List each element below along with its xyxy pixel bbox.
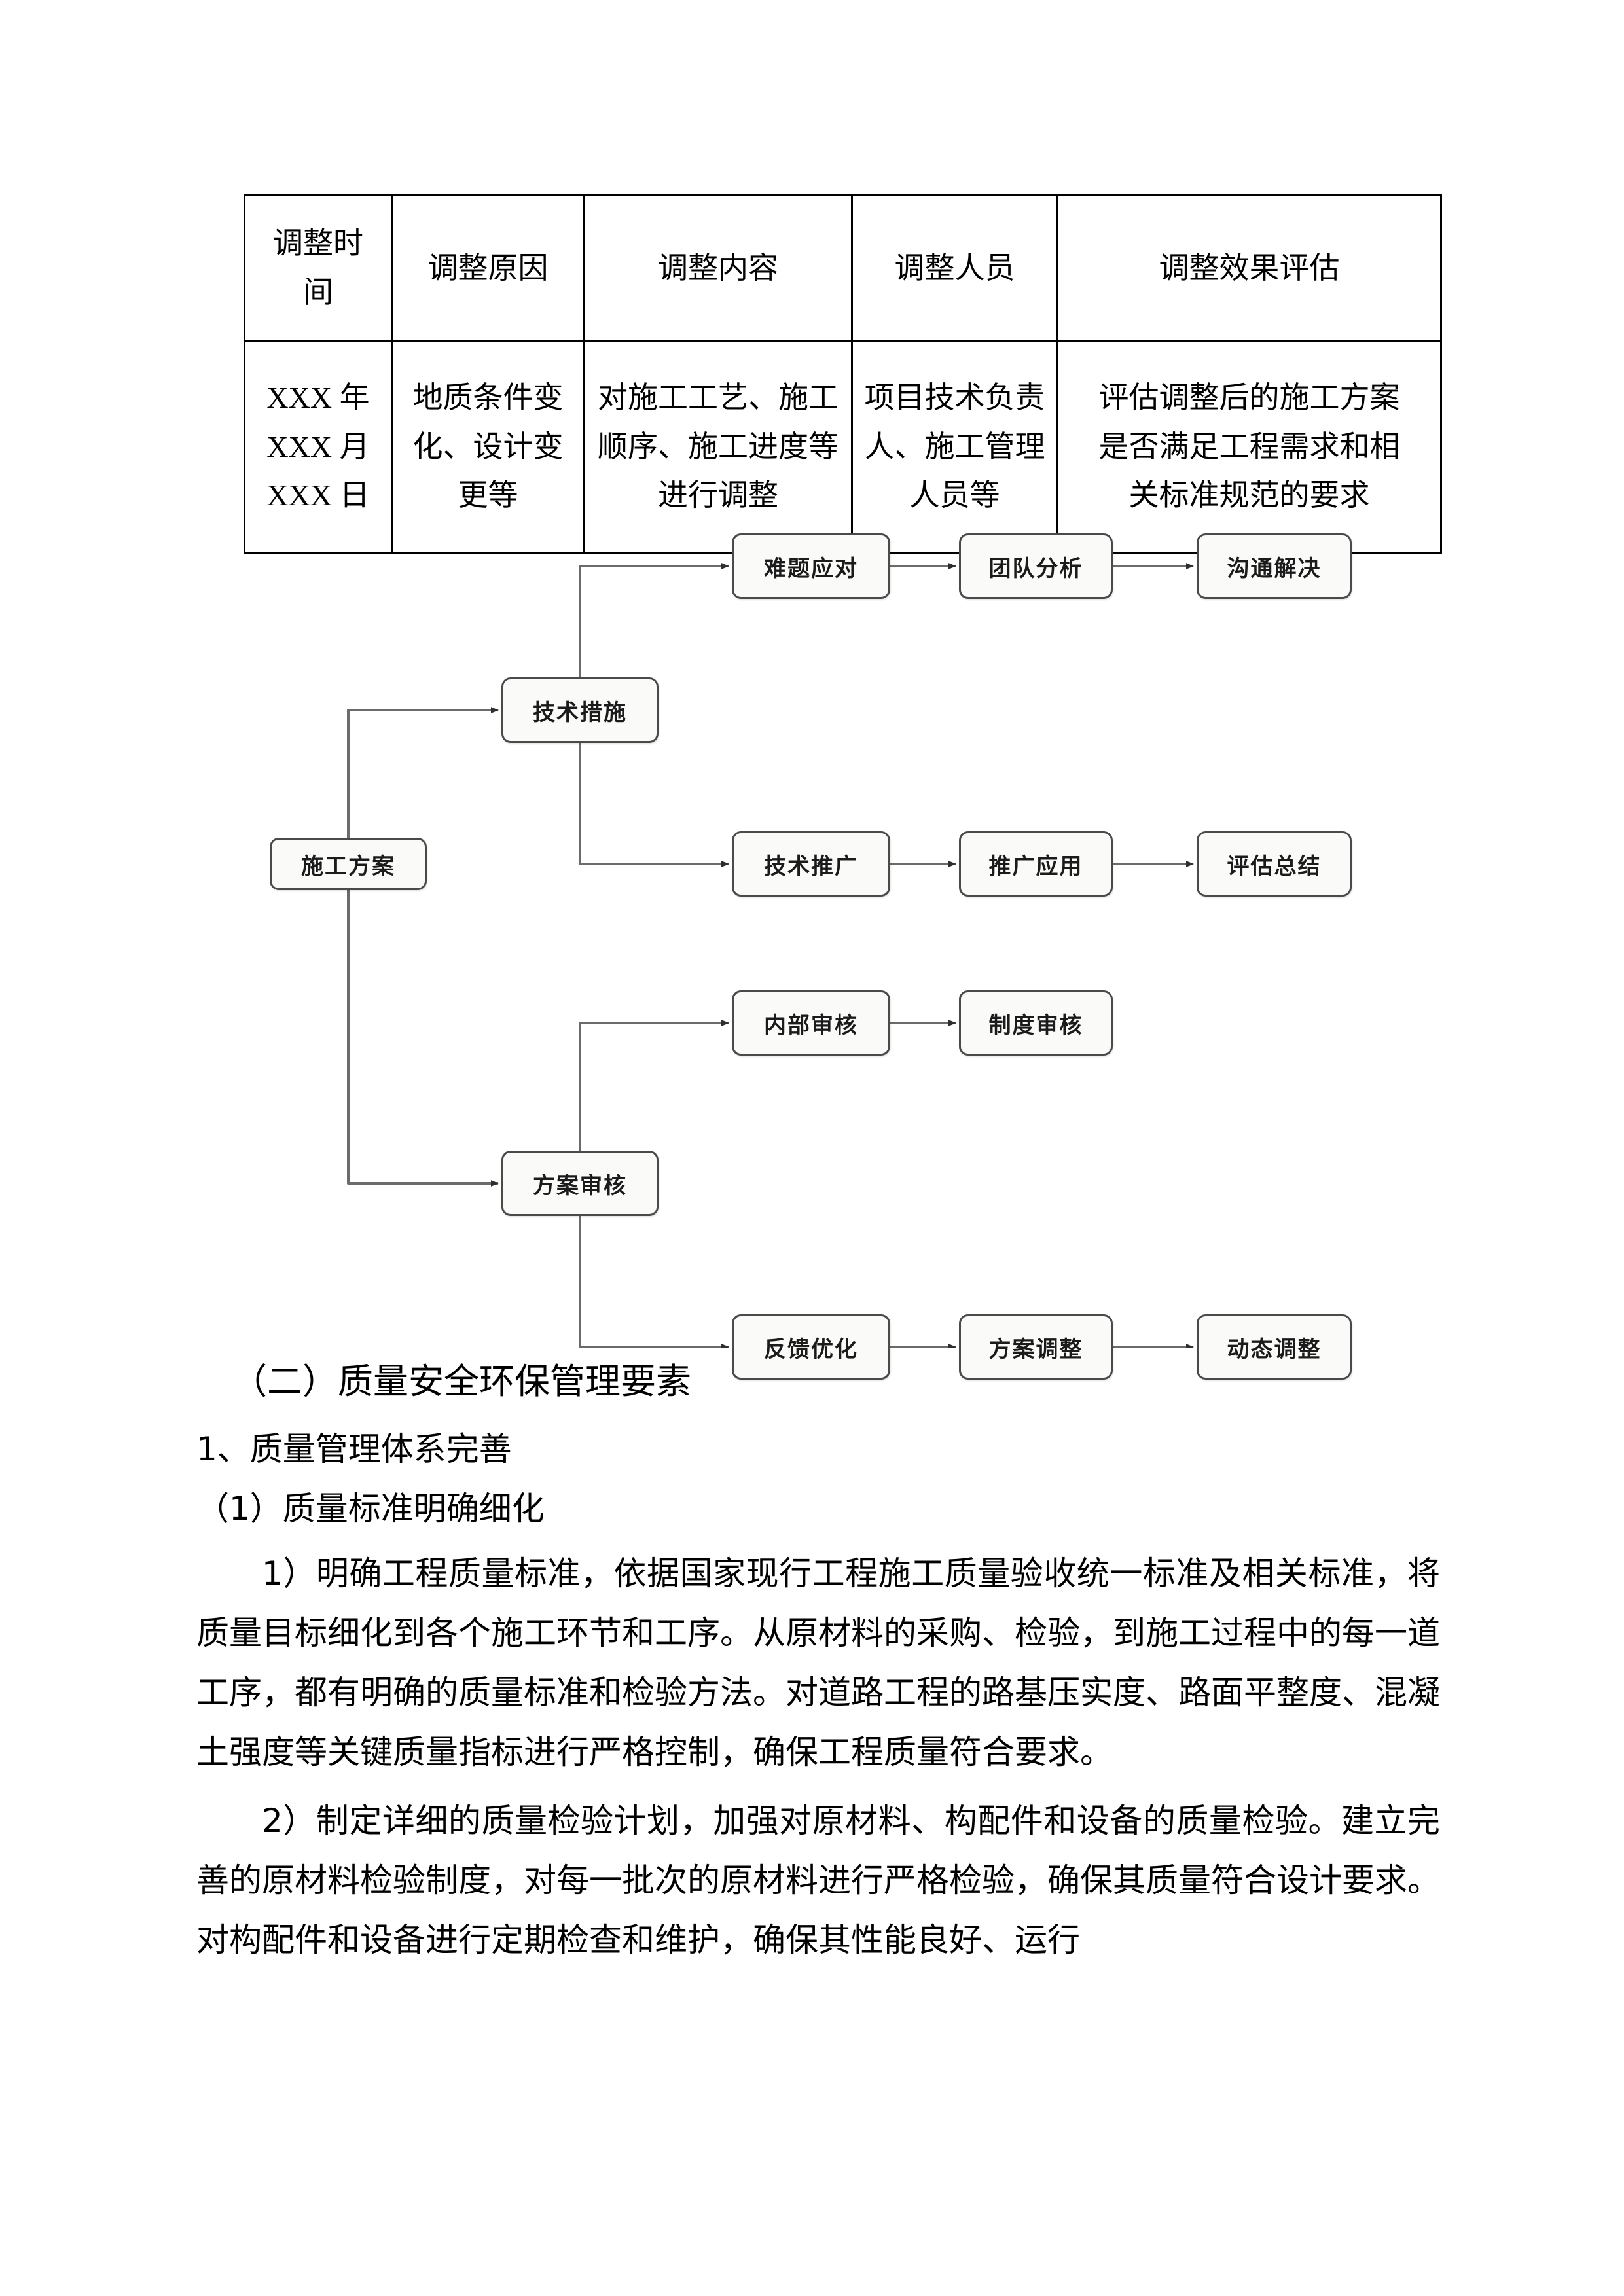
table-cell-personnel: 项目技术负责 人、施工管理 人员等 — [851, 340, 1058, 554]
sub-heading-1: 1、质量管理体系完善 — [196, 1429, 512, 1468]
table-cell-time: XXX 年 XXX 月 XXX 日 — [244, 340, 393, 554]
flow-node-label: 难题应对 — [764, 555, 858, 582]
flow-node-label: 反馈优化 — [764, 1336, 858, 1363]
table-cell-evaluation: 评估调整后的施工方案 是否满足工程需求和相 关标准规范的要求 — [1056, 340, 1442, 554]
table-header-cell-personnel: 调整人员 — [851, 194, 1058, 342]
flow-node-label: 团队分析 — [988, 555, 1083, 582]
cell-content-line-3: 进行调整 — [658, 478, 778, 512]
flow-node-label: 方案审核 — [533, 1172, 627, 1199]
table-cell-content: 对施工工艺、施工 顺序、施工进度等 进行调整 — [583, 340, 853, 554]
cell-evaluation-line-2: 是否满足工程需求和相 — [1098, 429, 1400, 463]
cell-evaluation-line-3: 关标准规范的要求 — [1128, 478, 1370, 512]
flow-node-label: 评估总结 — [1227, 853, 1322, 880]
flow-node-label: 推广应用 — [988, 853, 1083, 880]
cell-personnel-line-1: 项目技术负责 — [864, 381, 1045, 415]
paragraph-1: 1）明确工程质量标准，依据国家现行工程施工质量验收统一标准及相关标准，将质量目标… — [196, 1554, 1440, 1771]
table-header-row: 调整时 间 调整原因 调整内容 调整人员 调整效果评估 — [244, 194, 1442, 342]
cell-reason-line-2: 化、设计变 — [412, 429, 564, 463]
header-time-line-1: 调整时 — [273, 226, 363, 260]
cell-content-line-2: 顺序、施工进度等 — [598, 429, 839, 463]
sub-heading-2: （1）质量标准明确细化 — [196, 1490, 545, 1528]
paragraph-2: 2）制定详细的质量检验计划，加强对原材料、构配件和设备的质量检验。建立完善的原材… — [196, 1801, 1440, 1959]
section-heading: （二）质量安全环保管理要素 — [232, 1362, 691, 1401]
flow-node-label: 技术推广 — [764, 853, 858, 880]
table-header-cell-time: 调整时 间 — [244, 194, 393, 342]
cell-personnel-line-2: 人、施工管理 — [864, 429, 1045, 463]
flow-node-internal-audit[interactable]: 内部审核 — [732, 990, 890, 1056]
flow-node-label: 动态调整 — [1227, 1336, 1322, 1363]
flow-node-construction-plan[interactable]: 施工方案 — [270, 838, 427, 890]
cell-time-line-2: XXX 月 — [266, 429, 370, 463]
cell-evaluation-line-1: 评估调整后的施工方案 — [1098, 381, 1400, 415]
flow-node-technology-promotion[interactable]: 技术推广 — [732, 831, 890, 897]
cell-reason-line-1: 地质条件变 — [412, 381, 564, 415]
flow-node-label: 施工方案 — [301, 853, 395, 880]
construction-plan-flowchart: 施工方案 技术措施 方案审核 难题应对 团队分析 沟通解决 技术推广 推广应用 … — [0, 533, 1624, 1380]
cell-time-line-3: XXX 日 — [266, 478, 370, 512]
flow-node-problem-response[interactable]: 难题应对 — [732, 533, 890, 599]
table-row: XXX 年 XXX 月 XXX 日 地质条件变 化、设计变 更等 对施工工艺、施… — [244, 340, 1442, 554]
flow-node-label: 技术措施 — [533, 699, 627, 726]
flow-node-plan-adjustment[interactable]: 方案调整 — [959, 1314, 1113, 1380]
flow-node-promotion-application[interactable]: 推广应用 — [959, 831, 1113, 897]
flow-node-label: 制度审核 — [988, 1012, 1083, 1039]
table-header-cell-evaluation: 调整效果评估 — [1056, 194, 1442, 342]
cell-content-line-1: 对施工工艺、施工 — [598, 381, 839, 415]
flow-node-assessment-summary[interactable]: 评估总结 — [1197, 831, 1352, 897]
header-time-line-2: 间 — [303, 276, 333, 309]
flowchart-connectors — [347, 563, 1194, 1348]
cell-personnel-line-3: 人员等 — [909, 478, 1000, 512]
flow-node-label: 方案调整 — [988, 1336, 1083, 1363]
table-header-cell-content: 调整内容 — [583, 194, 853, 342]
cell-time-line-1: XXX 年 — [266, 381, 370, 415]
flow-node-communication-resolution[interactable]: 沟通解决 — [1197, 533, 1352, 599]
flow-node-dynamic-adjustment[interactable]: 动态调整 — [1197, 1314, 1352, 1380]
flow-node-system-audit[interactable]: 制度审核 — [959, 990, 1113, 1056]
flow-node-technical-measures[interactable]: 技术措施 — [501, 677, 659, 743]
document-body: （二）质量安全环保管理要素 1、质量管理体系完善 （1）质量标准明确细化 1）明… — [196, 1355, 1440, 1970]
flow-node-label: 沟通解决 — [1227, 555, 1322, 582]
adjustment-record-table: 调整时 间 调整原因 调整内容 调整人员 调整效果评估 XXX 年 XXX 月 … — [244, 194, 1442, 554]
flow-node-label: 内部审核 — [764, 1012, 858, 1039]
table-header-cell-reason: 调整原因 — [391, 194, 585, 342]
flow-node-feedback-optimization[interactable]: 反馈优化 — [732, 1314, 890, 1380]
table-cell-reason: 地质条件变 化、设计变 更等 — [391, 340, 585, 554]
flow-node-team-analysis[interactable]: 团队分析 — [959, 533, 1113, 599]
flow-node-plan-review[interactable]: 方案审核 — [501, 1151, 659, 1216]
cell-reason-line-3: 更等 — [458, 478, 518, 512]
